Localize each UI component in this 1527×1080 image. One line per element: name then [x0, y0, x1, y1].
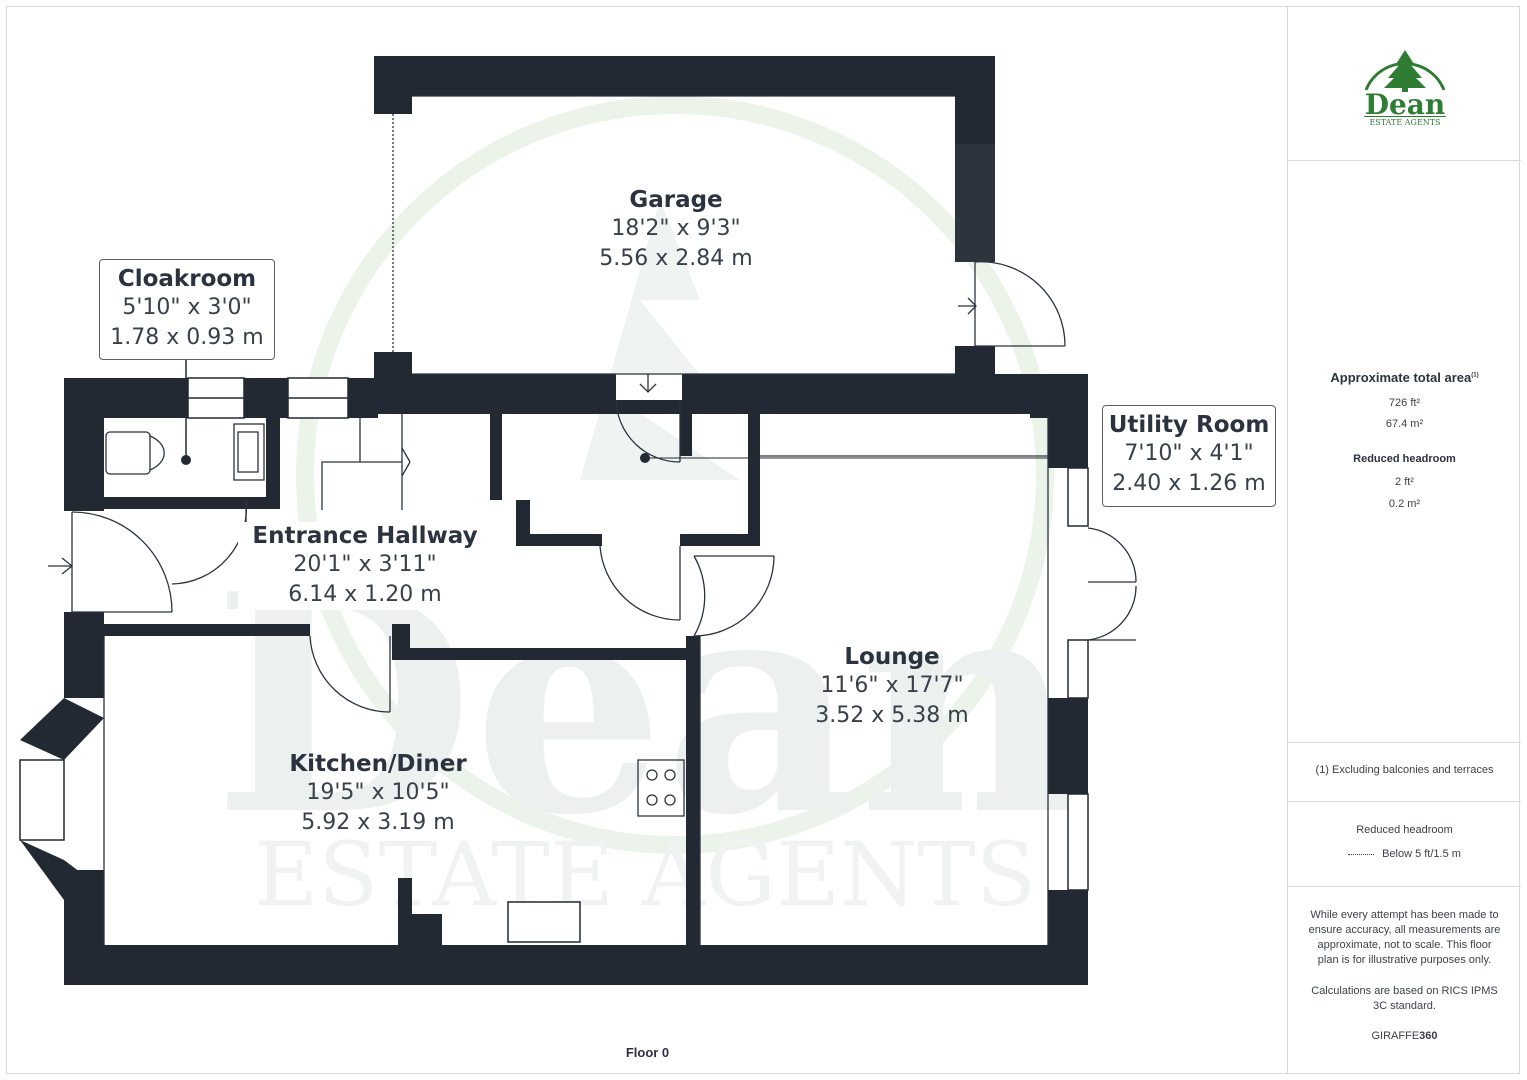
lounge-name: Lounge: [844, 644, 940, 670]
calc-note: Calculations are based on RICS IPMS 3C s…: [1311, 985, 1498, 1012]
area-title-mark: (1): [1471, 372, 1479, 379]
walls: [20, 56, 1088, 985]
dimension-markers: [181, 360, 1048, 465]
credit: GIRAFFE360: [1288, 1030, 1521, 1042]
logo-name: Dean: [1365, 88, 1446, 121]
utility-metric: 2.40 x 1.26 m: [1112, 471, 1266, 496]
floor-label: Floor 0: [625, 1045, 670, 1060]
cloakroom-callout: Cloakroom 5'10" x 3'0" 1.78 x 0.93 m: [99, 259, 275, 360]
garage-door-arrow-icon: [958, 297, 977, 315]
cloakroom-name: Cloakroom: [117, 266, 257, 292]
kitchen-label: Kitchen/Diner 19'5" x 10'5" 5.92 x 3.19 …: [270, 750, 486, 838]
credit-suffix: 360: [1419, 1030, 1438, 1042]
dean-logo: Dean ESTATE AGENTS: [1364, 50, 1446, 127]
hallway-label: Entrance Hallway 20'1" x 3'11" 6.14 x 1.…: [238, 522, 492, 610]
logo-tagline: ESTATE AGENTS: [1369, 118, 1440, 127]
legend-title: Reduced headroom: [1356, 824, 1453, 836]
headroom-ft: 2 ft²: [1395, 476, 1414, 488]
kitchen-metric: 5.92 x 3.19 m: [301, 810, 455, 835]
lounge-imperial: 11'6" x 17'7": [820, 673, 964, 698]
legend-row: Below 5 ft/1.5 m: [1288, 848, 1521, 860]
legend-text: Below 5 ft/1.5 m: [1382, 848, 1461, 860]
utility-imperial: 7'10" x 4'1": [1124, 441, 1254, 466]
watermark-tagline-text: ESTATE AGENTS: [254, 823, 1036, 926]
dotted-line-icon: [1348, 853, 1375, 855]
page-frame: [6, 6, 1520, 1074]
disclaimer: While every attempt has been made to ens…: [1308, 909, 1501, 966]
area-footnote: (1) Excluding balconies and terraces: [1315, 764, 1494, 776]
hallway-imperial: 20'1" x 3'11": [293, 552, 437, 577]
hallway-metric: 6.14 x 1.20 m: [288, 582, 442, 607]
sidebar-divider: [1288, 801, 1521, 802]
sidebar-divider: [1288, 160, 1521, 161]
lounge-metric: 3.52 x 5.38 m: [815, 703, 969, 728]
info-sidebar: Dean ESTATE AGENTS Approximate total are…: [1287, 6, 1521, 1074]
headroom-m: 0.2 m²: [1388, 498, 1421, 510]
kitchen-imperial: 19'5" x 10'5": [306, 780, 450, 805]
cloakroom-metric: 1.78 x 0.93 m: [110, 325, 264, 350]
kitchen-name: Kitchen/Diner: [289, 751, 467, 777]
lounge-label: Lounge 11'6" x 17'7" 3.52 x 5.38 m: [790, 643, 994, 731]
hallway-name: Entrance Hallway: [252, 523, 478, 549]
windows: [19, 377, 1089, 943]
garage-name: Garage: [629, 187, 723, 213]
utility-arrow-icon: [639, 374, 657, 393]
area-title-text: Approximate total area: [1330, 370, 1472, 385]
area-ft: 726 ft²: [1388, 397, 1421, 409]
cloakroom-imperial: 5'10" x 3'0": [122, 295, 252, 320]
tree-icon: [1384, 50, 1426, 88]
sidebar-divider: [1288, 742, 1521, 743]
area-m: 67.4 m²: [1385, 418, 1424, 430]
headroom-title: Reduced headroom: [1353, 453, 1456, 465]
utility-callout: Utility Room 7'10" x 4'1" 2.40 x 1.26 m: [1102, 405, 1276, 507]
utility-name: Utility Room: [1108, 412, 1270, 438]
garage-metric: 5.56 x 2.84 m: [599, 246, 753, 271]
watermark: Dean ESTATE AGENTS: [213, 96, 1077, 926]
garage-label: Garage 18'2" x 9'3" 5.56 x 2.84 m: [560, 186, 792, 274]
entrance-arrow-icon: [48, 557, 74, 575]
sidebar-divider: [1288, 886, 1521, 887]
floor-plan: Dean ESTATE AGENTS: [19, 56, 1137, 985]
area-title: Approximate total area(1): [1288, 370, 1521, 385]
credit-prefix: GIRAFFE: [1371, 1030, 1420, 1042]
garage-imperial: 18'2" x 9'3": [611, 216, 741, 241]
